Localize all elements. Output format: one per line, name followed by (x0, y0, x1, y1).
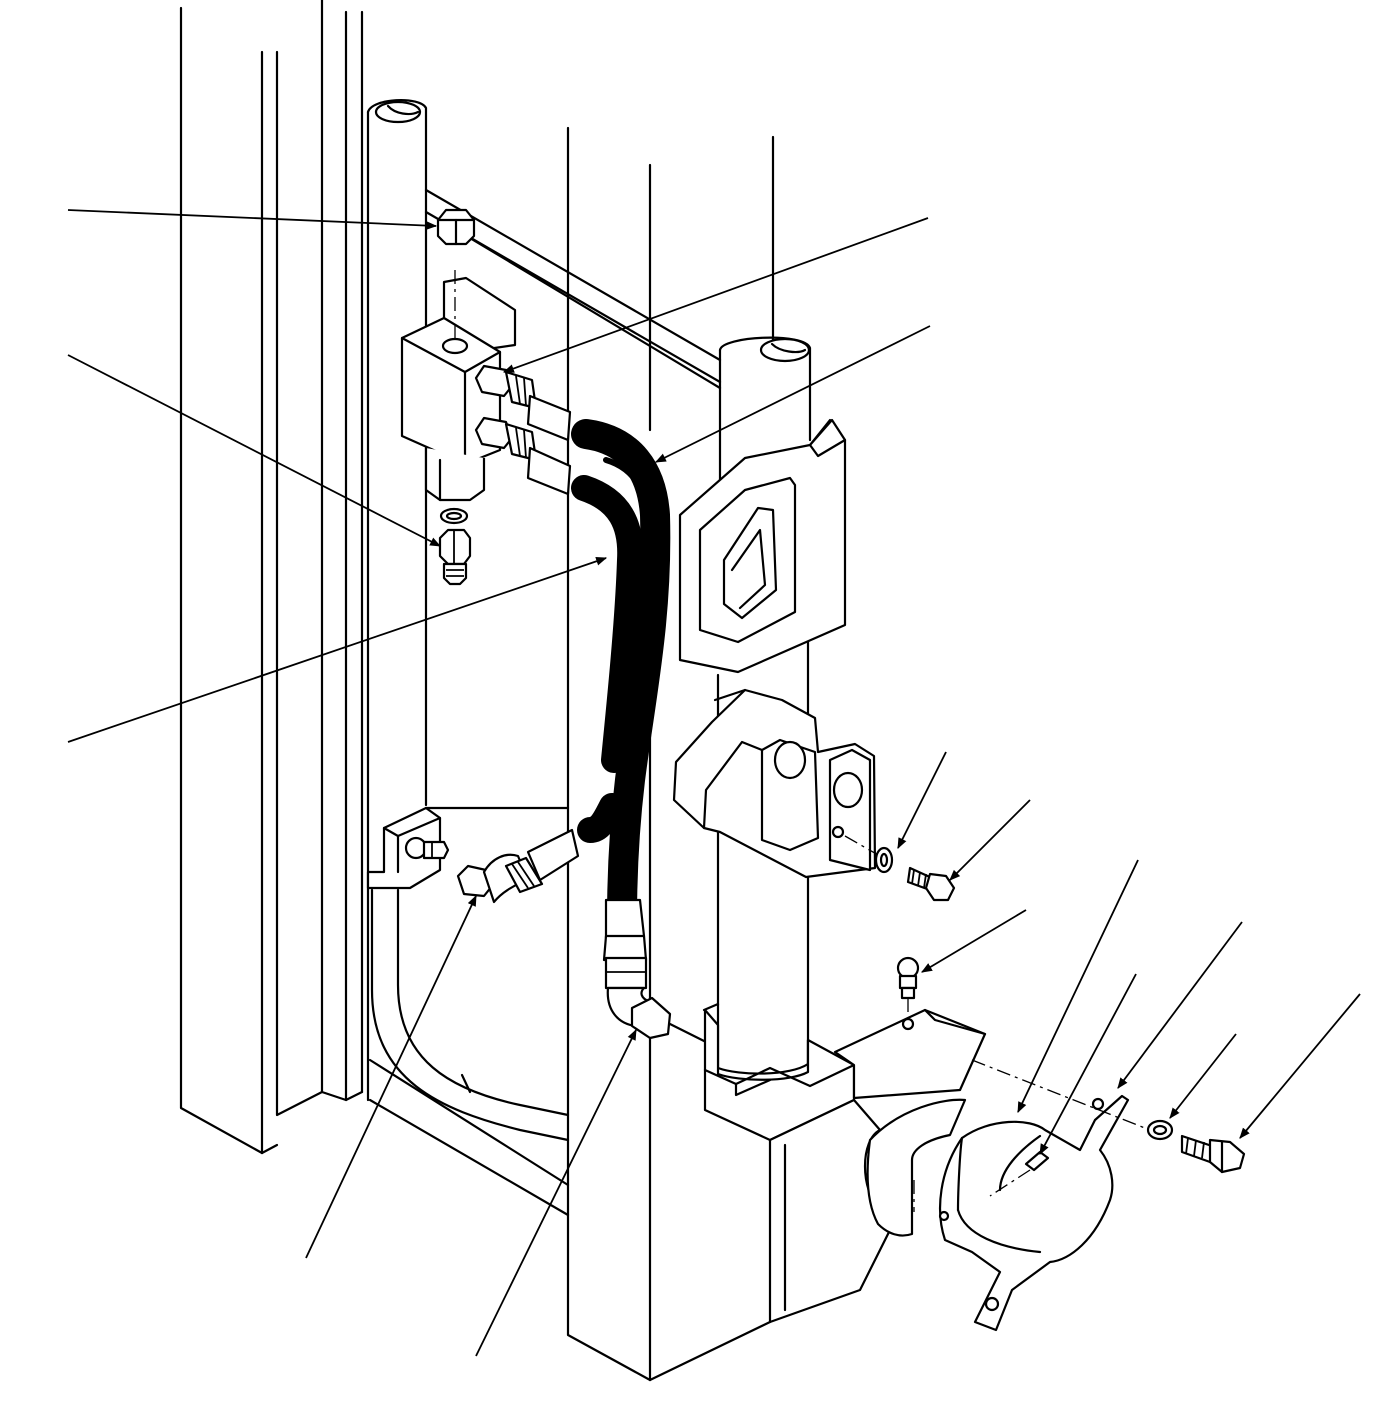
lower-right-elbow (602, 898, 708, 1044)
block-cap-screw (436, 208, 476, 246)
leader-grease-fitting (921, 909, 1027, 973)
leader-bushing-half (1017, 859, 1139, 1113)
leader-capscrew-cap (1239, 993, 1361, 1139)
leader-cap-strap (1117, 921, 1243, 1089)
leader-hose-fitting-top (502, 217, 929, 373)
lower-cross-head (702, 1002, 987, 1324)
upper-hose-fittings (474, 364, 572, 496)
cross-braces (368, 188, 722, 1217)
callout-leaders (67, 209, 1361, 1357)
grease-fitting-part (896, 956, 920, 1018)
hydraulic-block (400, 270, 517, 502)
cap-fasteners (1146, 1119, 1246, 1174)
leader-cap-screw-top (67, 209, 438, 230)
check-fitting-part (438, 507, 472, 586)
left-lift-cylinder (366, 99, 428, 1102)
leader-hose-upper (655, 325, 931, 463)
clevis-bracket (672, 688, 877, 879)
bearing-cap (913, 1059, 1151, 1332)
upper-slot-bracket (678, 418, 847, 674)
leader-hose-lower (67, 557, 608, 743)
leader-elbow-left (305, 895, 477, 1259)
lower-left-elbow (456, 828, 580, 904)
leader-lockwasher-cap (1169, 1033, 1237, 1119)
left-mount-bracket (366, 806, 450, 890)
clevis-fasteners (844, 835, 956, 902)
lower-tube-loop (370, 888, 570, 1142)
leader-lockwasher-bracket (897, 751, 947, 849)
black-hoses (571, 419, 671, 935)
leader-capscrew-bracket (949, 799, 1031, 881)
leader-check-fitting (67, 354, 441, 547)
leader-pin (1039, 973, 1137, 1155)
leader-elbow-right (475, 1029, 637, 1357)
outer-mast-channel (179, 0, 364, 1155)
